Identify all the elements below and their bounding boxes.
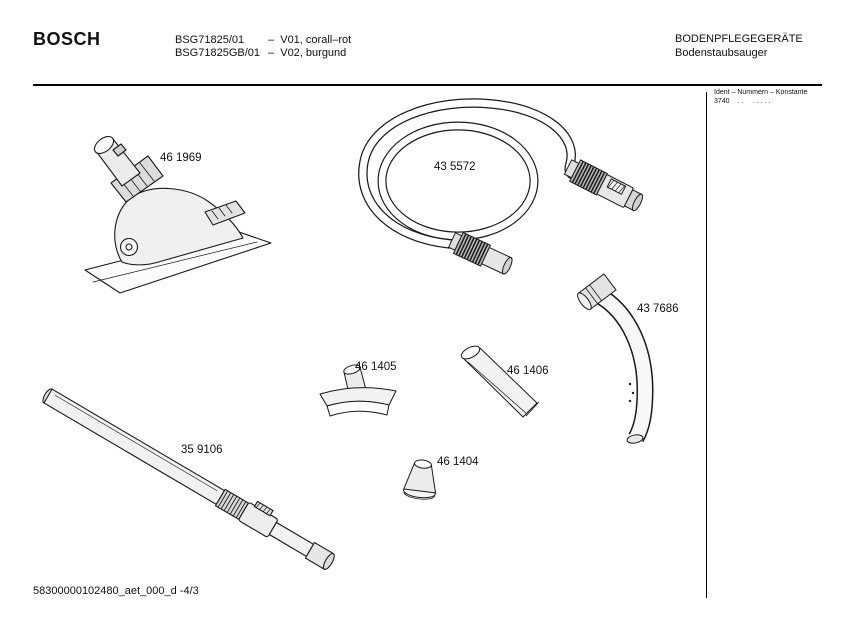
model-code: BSG71825/01 (175, 34, 245, 46)
part-label-upholstery-nozzle: 46 1405 (355, 361, 397, 373)
ident-numbers-block: Ident – Nummern – Konstante 3740 . . . .… (714, 88, 807, 106)
model-variant-row: BSG71825/01 – V01, corall–rot (175, 34, 351, 47)
ident-column-divider (706, 92, 707, 598)
model-variants-block: BSG71825/01 – V01, corall–rot BSG71825GB… (175, 34, 351, 60)
product-category-block: BODENPFLEGEGERÄTE Bodenstaubsauger (675, 33, 803, 60)
hose-coupler-lower (447, 231, 513, 275)
upholstery-nozzle-drawing (319, 364, 397, 417)
ident-value: 3740 . . . . . . . (714, 98, 771, 105)
part-label-bent-handle: 43 7686 (637, 303, 679, 315)
bent-handle-drawing (577, 273, 654, 444)
part-label-brush-nozzle: 46 1404 (437, 456, 479, 468)
model-code: BSG71825GB/01 (175, 47, 261, 59)
hose-coupler-upper (563, 159, 644, 212)
bosch-logo: BOSCH (33, 29, 101, 49)
floor-nozzle-drawing (84, 135, 272, 294)
telescopic-tube-drawing (42, 388, 335, 570)
model-desc: – V02, burgund (268, 47, 347, 59)
document-id: 58300000102480_aet_000_d -4/3 (33, 585, 199, 597)
part-label-suction-hose: 43 5572 (434, 161, 476, 173)
product-subcategory: Bodenstaubsauger (675, 46, 768, 59)
brush-nozzle-drawing (403, 459, 437, 500)
crevice-nozzle-drawing (460, 345, 540, 418)
model-variant-row: BSG71825GB/01 – V02, burgund (175, 47, 351, 60)
header-divider (33, 84, 822, 86)
suction-hose-drawing (358, 98, 592, 249)
product-category: BODENPFLEGEGERÄTE (675, 33, 803, 45)
part-label-telescopic-tube: 35 9106 (181, 444, 223, 456)
ident-label: Ident – Nummern – Konstante (714, 89, 808, 96)
part-label-crevice-nozzle: 46 1406 (507, 365, 549, 377)
model-desc: – V01, corall–rot (268, 34, 352, 46)
part-label-floor-nozzle: 46 1969 (160, 152, 202, 164)
